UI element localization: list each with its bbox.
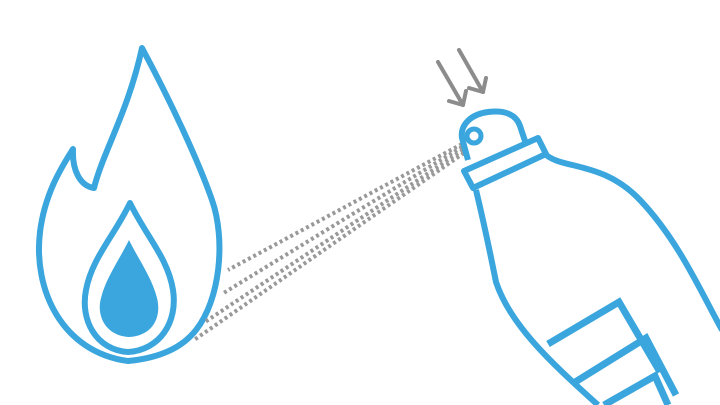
- aerosol-can-icon: [458, 108, 720, 405]
- press-arrow-right: [457, 48, 488, 94]
- press-arrows-icon: [436, 48, 488, 107]
- can-label-band: [546, 297, 664, 374]
- spray-mist-icon: [192, 142, 466, 342]
- mist-line: [192, 151, 466, 342]
- flame-inner-outline: [81, 200, 177, 355]
- can-label-stripe: [570, 333, 680, 397]
- mist-line: [220, 145, 464, 296]
- can-collar: [461, 135, 549, 191]
- can-label-stripe-lower: [602, 371, 672, 405]
- can-nozzle: [458, 108, 529, 161]
- mist-line: [203, 148, 465, 324]
- flame-icon: [36, 45, 223, 364]
- mist-line: [227, 142, 463, 272]
- flame-outer-outline: [36, 45, 223, 364]
- press-arrow-left: [436, 60, 468, 107]
- nozzle-hole: [464, 126, 484, 146]
- flame-core: [99, 240, 159, 337]
- can-body: [473, 150, 720, 405]
